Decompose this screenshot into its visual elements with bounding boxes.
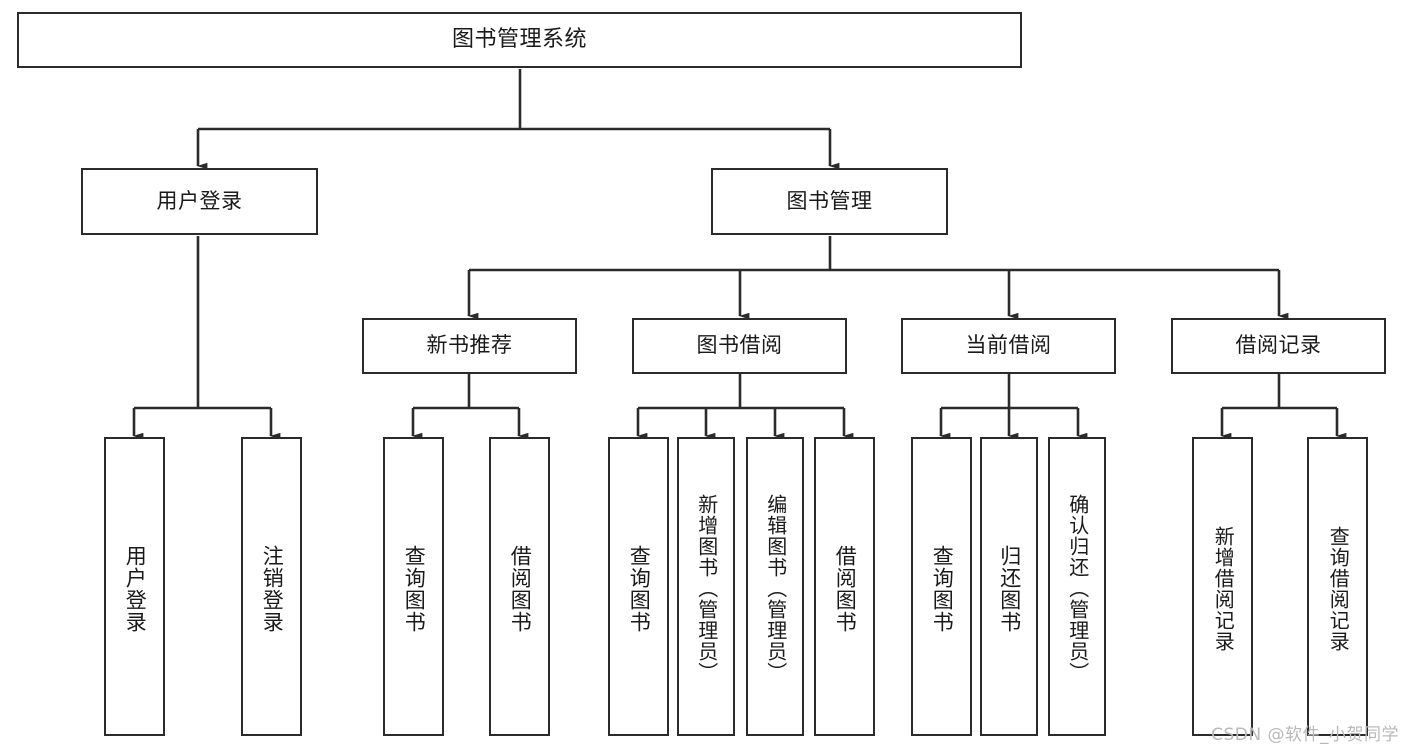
- leaf-new-book-query[interactable]: 查询图书: [383, 437, 444, 736]
- leaf-current-borrow-query[interactable]: 查询图书: [911, 437, 972, 736]
- csdn-watermark: CSDN @软件_小贺同学: [1211, 725, 1399, 745]
- new-book-to-leaves-connectors: [411, 374, 529, 440]
- node-label: 新增借阅记录: [1211, 525, 1236, 652]
- node-label: 图书借阅: [696, 333, 783, 358]
- leaf-borrow-record-query[interactable]: 查询借阅记录: [1307, 437, 1368, 736]
- leaf-current-borrow-return[interactable]: 归还图书: [980, 437, 1038, 736]
- book-manage-to-level3-connectors: [467, 236, 1289, 320]
- user-login-to-leaves-connectors: [132, 236, 281, 440]
- leaf-book-borrow-query[interactable]: 查询图书: [608, 437, 669, 736]
- node-current-borrow[interactable]: 当前借阅: [901, 318, 1116, 374]
- leaf-user-login-logout[interactable]: 注销登录: [241, 437, 302, 736]
- leaf-current-borrow-confirm-return[interactable]: 确认归还（管理员）: [1048, 437, 1106, 736]
- node-book-management[interactable]: 图书管理: [711, 168, 948, 235]
- node-label: 注销登录: [260, 544, 285, 633]
- node-label: 查询图书: [402, 544, 427, 633]
- node-label: 借阅记录: [1235, 333, 1322, 358]
- leaf-borrow-record-add[interactable]: 新增借阅记录: [1192, 437, 1253, 736]
- node-user-login[interactable]: 用户登录: [81, 168, 318, 235]
- borrow-record-to-leaves-connectors: [1220, 374, 1347, 440]
- node-label: 编辑图书（管理员）: [763, 494, 788, 683]
- node-label: 新书推荐: [426, 333, 513, 358]
- leaf-book-borrow-borrow[interactable]: 借阅图书: [814, 437, 875, 736]
- leaf-book-borrow-add[interactable]: 新增图书（管理员）: [677, 437, 735, 736]
- node-label: 借阅图书: [508, 544, 533, 633]
- root-to-level2-connectors: [196, 69, 840, 170]
- node-label: 图书管理: [786, 188, 873, 213]
- node-label: 当前借阅: [965, 333, 1052, 358]
- node-label: 新增图书（管理员）: [694, 494, 719, 683]
- node-label: 归还图书: [997, 544, 1022, 633]
- node-label: 查询图书: [930, 544, 955, 633]
- book-borrow-to-leaves-connectors: [636, 374, 854, 440]
- leaf-book-borrow-edit[interactable]: 编辑图书（管理员）: [746, 437, 804, 736]
- current-borrow-to-leaves-connectors: [939, 374, 1088, 440]
- node-label: 用户登录: [156, 188, 243, 213]
- node-label: 图书管理系统: [451, 26, 587, 52]
- node-label: 查询图书: [627, 544, 652, 633]
- node-book-borrow[interactable]: 图书借阅: [632, 318, 847, 374]
- node-label: 确认归还（管理员）: [1065, 494, 1090, 683]
- leaf-new-book-borrow[interactable]: 借阅图书: [489, 437, 550, 736]
- node-label: 借阅图书: [833, 544, 858, 633]
- node-label: 查询借阅记录: [1326, 525, 1351, 652]
- leaf-user-login-login[interactable]: 用户登录: [104, 437, 165, 736]
- node-new-book-recommend[interactable]: 新书推荐: [362, 318, 577, 374]
- node-label: 用户登录: [123, 544, 148, 633]
- node-book-management-system[interactable]: 图书管理系统: [17, 12, 1022, 68]
- node-borrow-record[interactable]: 借阅记录: [1171, 318, 1386, 374]
